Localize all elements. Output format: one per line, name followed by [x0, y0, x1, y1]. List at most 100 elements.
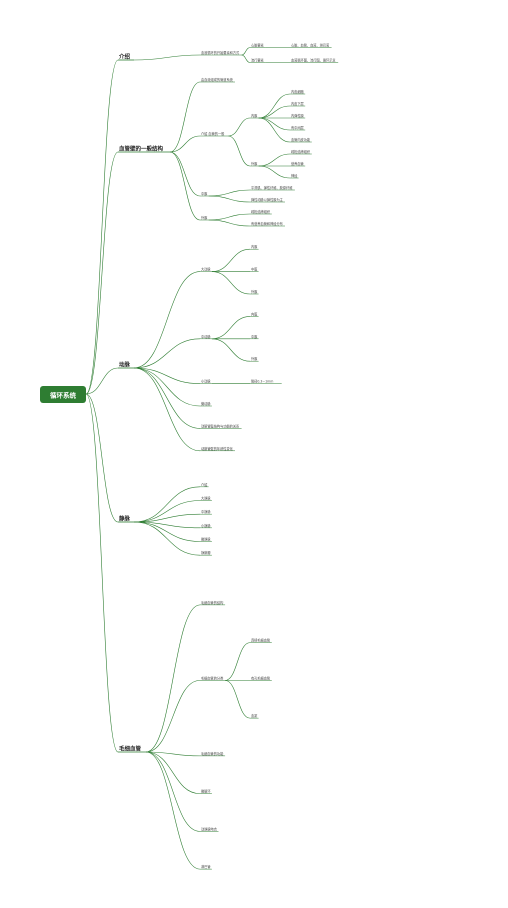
branch-line — [258, 117, 291, 131]
map-node[interactable]: 内膜 — [251, 113, 258, 118]
map-node[interactable]: 有中间层 — [291, 125, 304, 130]
branch-line — [145, 604, 201, 753]
map-node[interactable]: 中静脉 — [201, 509, 211, 514]
branch-line — [241, 54, 251, 63]
map-node[interactable]: 毛细血管的结构 — [201, 600, 223, 605]
branch-line — [133, 54, 201, 61]
branch-line — [133, 271, 201, 369]
branch-line — [258, 105, 291, 119]
branch-line — [133, 521, 201, 556]
map-node[interactable]: 微循环 — [201, 789, 211, 794]
branch-line — [133, 500, 201, 523]
branch-line — [85, 393, 119, 523]
section-label[interactable]: 血管壁的一般结构 — [119, 145, 164, 153]
map-node[interactable]: 介绍 — [201, 482, 207, 487]
map-node[interactable]: 心脏、血管、血液、淋巴液 — [291, 43, 330, 48]
branch-line — [258, 165, 291, 179]
map-node[interactable]: 微动脉 — [201, 401, 211, 406]
branch-line — [208, 189, 251, 197]
branch-line — [133, 367, 201, 407]
map-node[interactable]: 小静脉 — [201, 523, 211, 528]
map-node[interactable]: 神经 — [291, 173, 298, 178]
branch-line — [85, 59, 119, 395]
map-node[interactable]: 外膜 — [251, 289, 258, 294]
branch-line — [133, 521, 201, 542]
map-node[interactable]: 内膜 — [251, 311, 258, 316]
section-label[interactable]: 介绍 — [118, 53, 131, 61]
map-node[interactable]: 血窦 — [251, 713, 257, 718]
map-node[interactable]: 心脏要素 — [251, 43, 265, 48]
map-node[interactable]: 疏松结缔组织 — [291, 149, 310, 154]
map-node[interactable]: 管径0.3~1mm — [251, 379, 273, 384]
branch-line — [133, 486, 201, 523]
map-node[interactable]: 淋巴管 — [201, 864, 211, 869]
branch-line — [208, 195, 251, 203]
map-node[interactable]: 毛细血管的分类 — [201, 675, 224, 680]
branch-line — [169, 81, 201, 153]
map-node[interactable]: 内弹性膜 — [291, 113, 305, 118]
root-box — [40, 386, 86, 403]
map-node[interactable]: 静脉瓣 — [201, 550, 211, 555]
map-node[interactable]: 内皮细胞 — [291, 89, 305, 94]
map-node[interactable]: 疏松结缔组织 — [251, 209, 270, 214]
branch-line — [133, 367, 201, 384]
branch-line — [133, 338, 201, 369]
section-label[interactable]: 毛细血管 — [119, 745, 142, 753]
map-node[interactable]: 大动脉 — [201, 267, 211, 272]
section-label[interactable]: 动脉 — [119, 361, 131, 369]
branch-line — [85, 393, 119, 753]
branch-line — [225, 642, 251, 681]
map-node[interactable]: 外膜 — [251, 356, 258, 361]
map-node[interactable]: 血液循环图、流行图、循环示意 — [291, 58, 336, 63]
branch-line — [169, 135, 201, 153]
branch-line — [228, 117, 251, 137]
map-node[interactable]: 中膜 — [201, 191, 208, 196]
branch-line — [85, 151, 119, 395]
map-node[interactable]: 大静脉 — [201, 496, 211, 501]
branch-line — [133, 367, 201, 452]
map-node[interactable]: 有孔毛细血管 — [251, 675, 270, 680]
map-node[interactable]: 营养血管 — [291, 161, 304, 166]
branch-line — [211, 271, 251, 295]
map-node[interactable]: 中膜 — [251, 267, 258, 272]
map-node[interactable]: 血液循环的开始要素和方式 — [201, 50, 240, 55]
map-node[interactable]: 中动脉 — [201, 334, 211, 339]
map-node[interactable]: 流行要素 — [251, 58, 265, 63]
map-node[interactable]: 中膜 — [251, 334, 258, 339]
map-node[interactable]: 由血液组成的管道系统 — [201, 77, 234, 82]
branch-line — [211, 316, 251, 340]
branch-line — [258, 153, 291, 167]
map-node[interactable]: 动脉管壁结构与功能的关系 — [201, 423, 239, 428]
branch-line — [145, 751, 201, 757]
branch-line — [225, 680, 251, 719]
map-node[interactable]: 弹性动脉以弹性膜为主 — [251, 197, 284, 202]
branch-line — [211, 248, 251, 272]
branch-line — [208, 213, 251, 221]
map-node[interactable]: 连续毛细血管 — [251, 638, 270, 643]
section-label[interactable]: 静脉 — [119, 515, 131, 523]
map-node[interactable]: 动静脉吻合 — [201, 826, 218, 831]
map-node[interactable]: 平滑肌、弹性纤维、胶原纤维 — [251, 185, 293, 190]
map-node[interactable]: 介绍 血管的一般 — [201, 131, 225, 136]
map-node[interactable]: 动脉管壁的年龄性变化 — [201, 446, 234, 451]
branch-line — [258, 93, 291, 119]
map-node[interactable]: 外膜 — [251, 161, 258, 166]
branch-line — [133, 513, 201, 523]
map-node[interactable]: 内皮下层 — [291, 101, 304, 106]
map-node[interactable]: 小动脉 — [201, 379, 211, 384]
map-node[interactable]: 血管内皮功能 — [291, 137, 311, 142]
branch-line — [241, 47, 251, 56]
root-node[interactable]: 循环系统 — [40, 386, 86, 403]
map-node[interactable]: 外膜 — [201, 215, 208, 220]
map-node[interactable]: 内膜 — [251, 244, 258, 249]
branch-line — [145, 751, 201, 832]
branch-line — [208, 219, 251, 227]
map-node[interactable]: 微静脉 — [201, 537, 211, 542]
root-label: 循环系统 — [50, 391, 77, 400]
branch-line — [133, 367, 201, 429]
branch-line — [145, 751, 201, 870]
map-node[interactable]: 毛细血管的功能 — [201, 751, 224, 756]
map-node[interactable]: 有营养血管和神经分布 — [251, 221, 283, 226]
